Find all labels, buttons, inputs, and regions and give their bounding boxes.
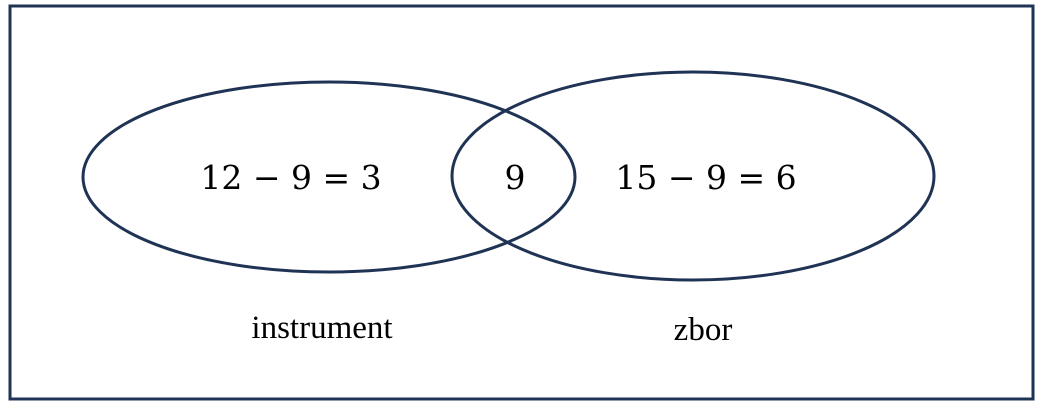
outer-border bbox=[8, 4, 1035, 401]
instrument-only-expression: 12 − 9 = 3 bbox=[200, 158, 381, 197]
set-zbor-ellipse bbox=[450, 70, 936, 282]
set-instrument-ellipse bbox=[81, 80, 577, 274]
set-instrument-label: instrument bbox=[251, 310, 392, 346]
zbor-only-expression: 15 − 9 = 6 bbox=[615, 158, 796, 197]
set-zbor-label: zbor bbox=[674, 312, 733, 348]
intersection-value: 9 bbox=[505, 158, 526, 197]
